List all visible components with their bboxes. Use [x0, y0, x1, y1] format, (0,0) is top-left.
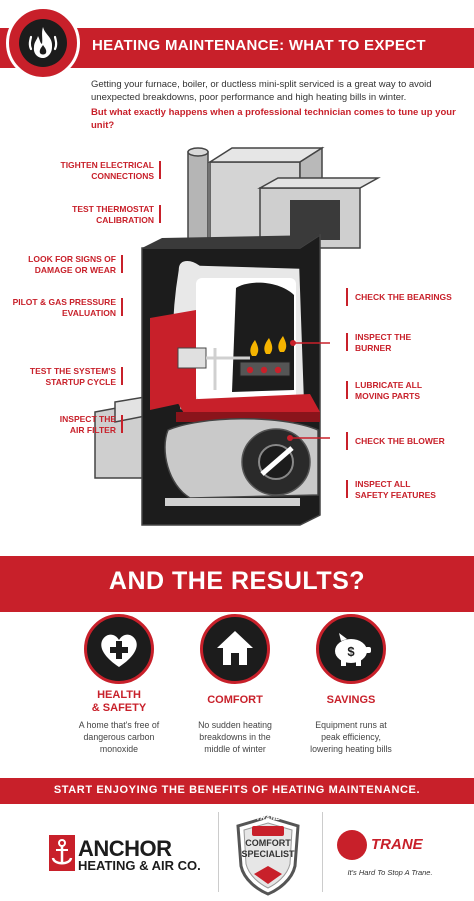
- badge-line: COMFORT: [245, 838, 291, 848]
- label-tick: [121, 367, 123, 385]
- label-check-bearings: CHECK THE BEARINGS: [355, 292, 452, 303]
- benefit-title-line: HEALTH: [97, 689, 141, 701]
- label-line: PILOT & GAS PRESSURE: [12, 297, 116, 307]
- label-signs-of-damage: LOOK FOR SIGNS OF DAMAGE OR WEAR: [10, 254, 116, 275]
- label-line: CALIBRATION: [96, 214, 154, 225]
- label-tick: [121, 255, 123, 273]
- trane-circle-icon: [337, 830, 367, 860]
- anchor-name: ANCHOR: [78, 836, 172, 861]
- benefit-text-savings: Equipment runs at peak efficiency, lower…: [291, 719, 411, 755]
- label-line: TEST THE SYSTEM'S: [29, 366, 116, 376]
- intro-question: But what exactly happens when a professi…: [91, 107, 456, 131]
- label-line: INSPECT THE: [355, 332, 412, 342]
- benefit-title-line: & SAFETY: [91, 702, 147, 714]
- label-safety-features: INSPECT ALL SAFETY FEATURES: [355, 479, 436, 500]
- label-air-filter: INSPECT THE AIR FILTER: [10, 414, 116, 435]
- benefit-text-line: middle of winter: [204, 744, 266, 754]
- benefit-text-health: A home that's free of dangerous carbon m…: [59, 719, 179, 755]
- label-pilot-gas: PILOT & GAS PRESSURE EVALUATION: [6, 297, 116, 318]
- label-inspect-burner: INSPECT THE BURNER: [355, 332, 411, 353]
- benefit-text-line: dangerous carbon: [83, 732, 155, 742]
- label-tick: [346, 381, 348, 399]
- label-test-thermostat: TEST THERMOSTAT CALIBRATION: [40, 204, 154, 225]
- piggy-bank-icon: $: [316, 614, 386, 684]
- label-line: TEST THERMOSTAT: [72, 204, 154, 214]
- trane-tagline: It's Hard To Stop A Trane.: [347, 868, 433, 877]
- anchor-icon: [49, 835, 75, 871]
- trane-name: TRANE: [371, 836, 423, 853]
- label-line: MOVING PARTS: [355, 390, 421, 401]
- intro-text: Getting your furnace, boiler, or ductles…: [91, 79, 432, 103]
- benefit-title-savings: SAVINGS: [291, 694, 411, 707]
- label-check-blower: CHECK THE BLOWER: [355, 436, 445, 447]
- label-tick: [346, 288, 348, 306]
- footer-divider: [322, 812, 323, 892]
- label-line: INSPECT ALL: [355, 479, 411, 489]
- label-startup-cycle: TEST THE SYSTEM'S STARTUP CYCLE: [10, 366, 116, 387]
- label-tick: [159, 161, 161, 179]
- header-logo: [6, 6, 80, 80]
- label-line: SAFETY FEATURES: [355, 489, 436, 500]
- benefit-title-comfort: COMFORT: [175, 694, 295, 707]
- label-line: CONNECTIONS: [91, 170, 154, 181]
- label-line: STARTUP CYCLE: [45, 376, 116, 387]
- label-tighten-electrical: TIGHTEN ELECTRICAL CONNECTIONS: [40, 160, 155, 181]
- benefit-text-line: No sudden heating: [198, 720, 272, 730]
- label-line: INSPECT THE: [59, 414, 116, 424]
- benefit-text-line: monoxide: [99, 744, 139, 754]
- house-icon: [200, 614, 270, 684]
- shield-badge-icon: [236, 815, 300, 896]
- label-line: EVALUATION: [62, 307, 116, 318]
- label-tick: [121, 415, 123, 433]
- benefit-text-line: peak efficiency,: [321, 732, 381, 742]
- label-line: AIR FILTER: [69, 424, 116, 435]
- benefit-title-health: HEALTH & SAFETY: [59, 689, 179, 715]
- heart-plus-icon: [84, 614, 154, 684]
- label-tick: [346, 480, 348, 498]
- anchor-subtitle: HEATING & AIR CO.: [78, 858, 201, 873]
- benefit-title-line: SAVINGS: [326, 694, 376, 706]
- label-tick: [159, 205, 161, 223]
- label-line: LOOK FOR SIGNS OF: [28, 254, 116, 264]
- label-tick: [346, 333, 348, 351]
- label-line: CHECK THE BEARINGS: [355, 292, 452, 302]
- furnace-illustration: TIGHTEN ELECTRICAL CONNECTIONS TEST THER…: [0, 130, 474, 530]
- benefit-text-comfort: No sudden heating breakdowns in the midd…: [175, 719, 295, 755]
- results-banner: [0, 556, 474, 612]
- cta-banner: [0, 778, 474, 804]
- furnace-drawing: [94, 146, 381, 526]
- svg-text:$: $: [347, 644, 355, 659]
- benefit-title-line: COMFORT: [207, 694, 263, 706]
- label-line: CHECK THE BLOWER: [355, 436, 445, 446]
- label-line: DAMAGE OR WEAR: [34, 264, 116, 275]
- benefit-text-line: A home that's free of: [78, 720, 160, 730]
- benefit-text-line: lowering heating bills: [310, 744, 392, 754]
- label-line: LUBRICATE ALL: [355, 380, 423, 390]
- label-tick: [121, 298, 123, 316]
- benefit-text-line: Equipment runs at: [315, 720, 387, 730]
- cta-text: START ENJOYING THE BENEFITS OF HEATING M…: [53, 784, 421, 796]
- footer-divider: [218, 812, 219, 892]
- page-title: HEATING MAINTENANCE: WHAT TO EXPECT: [92, 37, 426, 54]
- benefit-text-line: breakdowns in the: [199, 732, 271, 742]
- label-line: BURNER: [355, 342, 392, 353]
- label-lubricate: LUBRICATE ALL MOVING PARTS: [355, 380, 422, 401]
- label-line: TIGHTEN ELECTRICAL: [60, 160, 155, 170]
- flame-icon: [19, 19, 67, 67]
- label-tick: [346, 432, 348, 450]
- badge-line: SPECIALIST: [241, 849, 295, 859]
- badge-brand: TRANE: [255, 815, 281, 822]
- badge-text: COMFORT SPECIALIST: [238, 838, 298, 860]
- results-title: AND THE RESULTS?: [108, 567, 366, 595]
